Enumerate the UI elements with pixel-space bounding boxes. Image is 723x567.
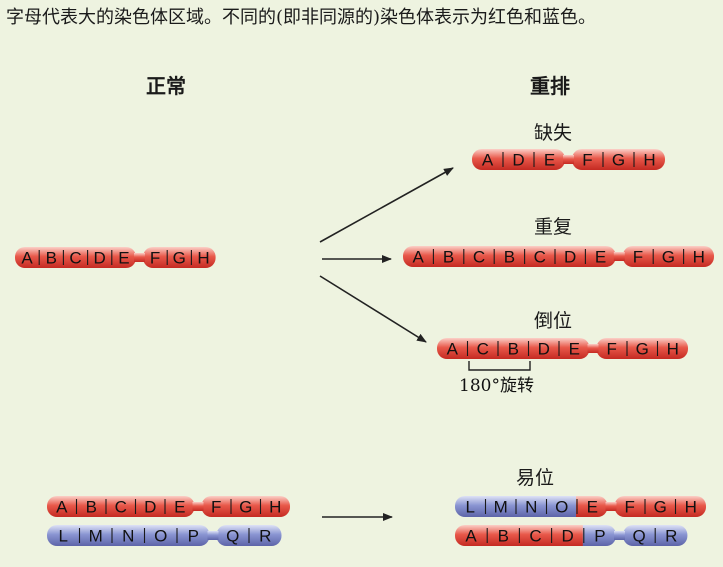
segment-label: G — [612, 151, 625, 170]
segment-label: C — [529, 527, 541, 546]
segment-label: H — [693, 248, 705, 267]
segment-label: H — [269, 498, 281, 517]
segment-label: A — [56, 498, 68, 517]
segment-label: B — [86, 498, 97, 517]
segment-label: H — [667, 340, 679, 359]
segment-label: E — [587, 498, 598, 517]
segment-label: E — [569, 340, 580, 359]
segment-label: C — [473, 248, 485, 267]
translocation-label: 易位 — [516, 467, 555, 489]
centromere — [587, 344, 599, 353]
segment-label: D — [94, 249, 106, 268]
duplication-label: 重复 — [534, 216, 573, 238]
rotation-bracket — [468, 361, 531, 371]
segment-label: H — [685, 498, 697, 517]
segment-label: A — [447, 340, 459, 359]
segment-label: O — [555, 498, 568, 517]
segment-label: F — [150, 249, 160, 268]
segment-label: F — [607, 340, 617, 359]
segment-label: A — [21, 249, 33, 268]
segment-label: M — [89, 527, 103, 546]
segment-label: C — [477, 340, 489, 359]
segment-label: N — [122, 527, 134, 546]
segment-label: G — [636, 340, 649, 359]
segment-label: A — [465, 527, 477, 546]
segment-label: G — [173, 249, 186, 268]
segment-label: B — [443, 248, 454, 267]
arrow-to-inversion — [319, 275, 427, 343]
segment-label: D — [144, 498, 156, 517]
segment-label: B — [504, 248, 515, 267]
segment-label: Q — [226, 527, 239, 546]
segment-label: G — [239, 498, 252, 517]
segment-label: G — [662, 248, 675, 267]
segment-label: P — [594, 527, 605, 546]
centromere — [614, 531, 625, 540]
normal-header: 正常 — [146, 74, 186, 98]
segment-label: O — [154, 527, 167, 546]
segment-label: F — [633, 248, 643, 267]
segment-label: C — [69, 249, 81, 268]
segment-label: N — [525, 498, 537, 517]
segment-label: L — [466, 498, 475, 517]
inversion-label: 倒位 — [534, 310, 573, 332]
segment-label: E — [595, 248, 606, 267]
segment-label: M — [494, 498, 508, 517]
segment-label: C — [115, 498, 127, 517]
caption: 字母代表大的染色体区域。不同的(即非同源的)染色体表示为红色和蓝色。 — [6, 7, 597, 28]
segment-label: R — [259, 527, 271, 546]
centromere — [134, 253, 145, 262]
segment-label: D — [512, 151, 524, 170]
segment-label: E — [118, 249, 129, 268]
segment-label: H — [197, 249, 209, 268]
segment-label: Q — [632, 527, 645, 546]
segment-label: D — [564, 248, 576, 267]
rearranged-header: 重排 — [530, 74, 570, 98]
segment-label: G — [654, 498, 667, 517]
segment-label: L — [59, 527, 68, 546]
centromere — [192, 502, 204, 511]
segment-label: P — [188, 527, 199, 546]
segment-label: R — [665, 527, 677, 546]
segment-label: H — [643, 151, 655, 170]
deletion-label: 缺失 — [534, 122, 573, 144]
centromere — [563, 155, 574, 164]
segment-label: B — [46, 249, 57, 268]
segment-label: E — [174, 498, 185, 517]
segment-label: D — [562, 527, 574, 546]
segment-label: F — [582, 151, 592, 170]
centromere — [613, 252, 625, 261]
centromere — [605, 502, 617, 511]
segment-label: F — [625, 498, 635, 517]
segment-label: F — [211, 498, 221, 517]
arrow-to-deletion — [319, 167, 454, 243]
segment-label: E — [544, 151, 555, 170]
centromere — [207, 531, 219, 540]
segment-label: B — [498, 527, 509, 546]
segment-label: A — [413, 248, 425, 267]
segment-label: D — [538, 340, 550, 359]
segment-label: C — [534, 248, 546, 267]
segment-label: A — [482, 151, 494, 170]
segment-label: B — [508, 340, 519, 359]
rotation-label: 180°旋转 — [459, 376, 534, 396]
